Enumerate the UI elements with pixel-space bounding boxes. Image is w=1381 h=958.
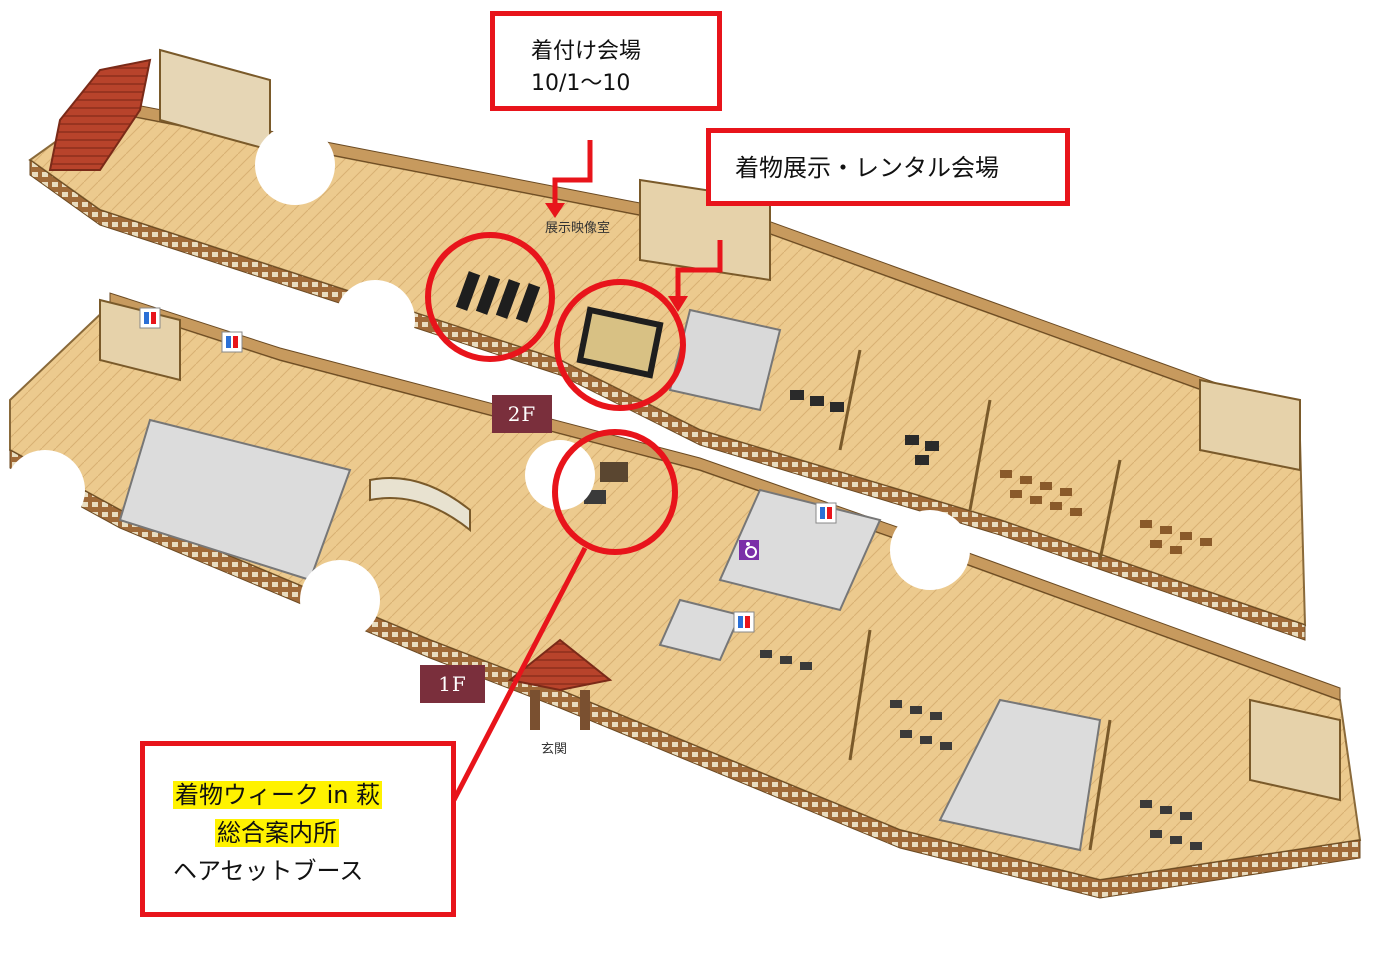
dressing-venue-callout: 着付け会場 10/1〜10 (490, 11, 722, 111)
restroom-icon (221, 331, 243, 353)
kimono-arrowhead (668, 296, 688, 312)
dressing-arrowhead (545, 203, 565, 218)
wheelchair-icon (739, 540, 759, 560)
restroom-icon (139, 307, 161, 329)
kimono-arrow (675, 240, 723, 300)
restroom-icon (733, 611, 755, 633)
info-event-name: 着物ウィーク in 萩 (173, 781, 383, 809)
restroom-icon (815, 502, 837, 524)
kimono-exhibit-title: 着物展示・レンタル会場 (735, 154, 999, 182)
second-floor-wing (28, 48, 1307, 641)
dressing-venue-title: 着付け会場 (531, 39, 642, 64)
info-center-callout: 着物ウィーク in 萩 総合案内所 ヘアセットブース (140, 741, 456, 917)
floor-tag-1f: 1F (420, 665, 485, 703)
info-arrow (451, 546, 588, 802)
kimono-exhibit-callout: 着物展示・レンタル会場 (706, 128, 1070, 206)
hair-set-booth-label: ヘアセットブース (173, 857, 364, 885)
exhibit-room-label: 展示映像室 (545, 221, 611, 236)
dressing-venue-dates: 10/1〜10 (531, 71, 631, 96)
exhibit-room-circle (425, 232, 555, 362)
entrance-label: 玄関 (541, 742, 568, 757)
info-center-label: 総合案内所 (215, 819, 339, 847)
info-desk-circle (552, 429, 678, 555)
kimono-exhibit-circle (554, 279, 686, 411)
dressing-arrow (552, 140, 593, 205)
floor-tag-2f: 2F (492, 395, 552, 433)
first-floor-wing (9, 292, 1362, 899)
